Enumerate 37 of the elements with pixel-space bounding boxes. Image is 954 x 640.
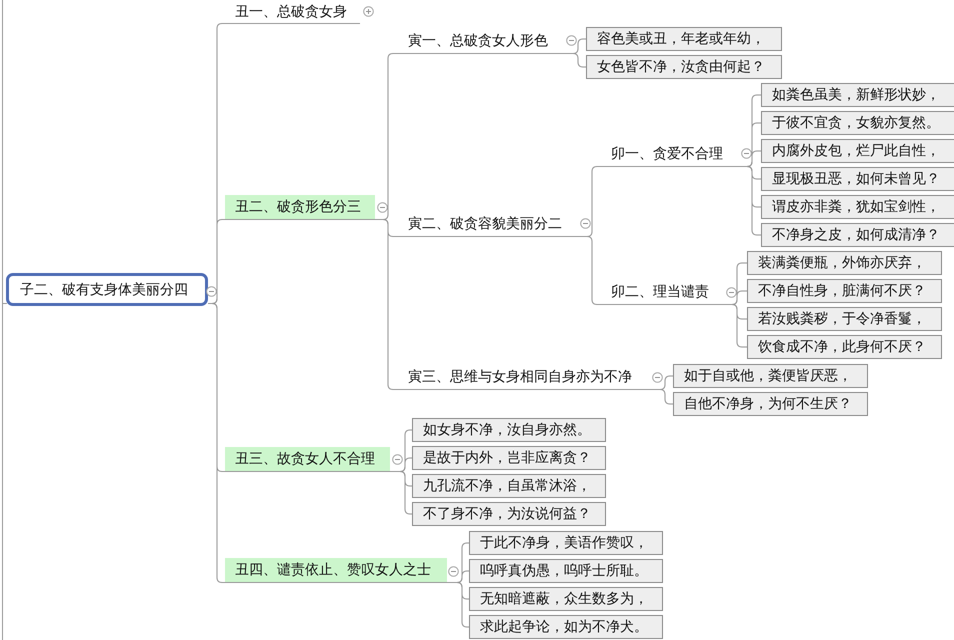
verse-box: 饮食成不净，此身何不厌？ (747, 335, 942, 359)
connector-line (578, 236, 600, 305)
verse-box: 九孔流不净，自虽常沐浴， (412, 474, 606, 498)
subtopic-label: 丑一、总破贪女身 (222, 0, 360, 24)
central-topic-box: 子二、破有支身体美丽分四 (6, 273, 208, 306)
subtopic-label: 寅一、总破贪女人形色 (400, 28, 565, 54)
verse-box: 不净自性身，脏满何不厌？ (747, 279, 942, 303)
connector-line (2, 0, 8, 640)
verse-box: 不了身不净，为汝说何益？ (412, 502, 606, 526)
highlighted-subtopic: 丑二、破贪形色分三 (225, 195, 375, 220)
verse-box: 求此起争论，如为不净犬。 (469, 615, 663, 639)
subtopic-label: 卯一、贪爱不合理 (600, 141, 740, 167)
verse-box: 不净身之皮，如何成清净？ (761, 223, 954, 247)
connector-line (374, 219, 400, 390)
verse-box: 若汝贱粪秽，于令净香鬘， (747, 307, 942, 331)
highlighted-subtopic: 丑四、谴责依止、赞叹女人之士 (225, 558, 447, 583)
connector-line (564, 53, 586, 68)
verse-box: 如粪色虽美，新鲜形状妙， (761, 83, 954, 107)
verse-box: 如于自或他，粪便皆厌恶， (673, 364, 868, 388)
verse-box: 呜呼真伪愚，呜呼士所耻。 (469, 559, 663, 583)
verse-box: 显现极丑恶，如何未曾见？ (761, 167, 954, 191)
verse-box: 容色美或丑，年老或年幼， (586, 27, 782, 51)
verse-box: 是故于内外，岂非应离贪？ (412, 446, 606, 470)
verse-box: 内腐外皮包，烂尸此自性， (761, 139, 954, 163)
verse-box: 无知暗遮蔽，众生数多为， (469, 587, 663, 611)
verse-box: 自他不净身，为何不生厌？ (673, 392, 868, 416)
verse-box: 如女身不净，汝自身亦然。 (412, 418, 606, 442)
verse-box: 于彼不宜贪，女貌亦复然。 (761, 111, 954, 135)
subtopic-label: 寅二、破贪容貌美丽分二 (400, 211, 578, 237)
verse-box: 装满粪便瓶，外饰亦厌弃， (747, 251, 942, 275)
verse-box: 谓皮亦非粪，犹如宝剑性， (761, 195, 954, 219)
verse-box: 于此不净身，美语作赞叹， (469, 531, 663, 555)
subtopic-label: 寅三、思维与女身相同自身亦为不净 (400, 364, 650, 390)
subtopic-label: 卯二、理当谴责 (600, 279, 725, 305)
verse-box: 女色皆不净，汝贪由何起？ (586, 55, 782, 79)
highlighted-subtopic: 丑三、故贪女人不合理 (225, 447, 390, 472)
connector-line (650, 389, 674, 404)
